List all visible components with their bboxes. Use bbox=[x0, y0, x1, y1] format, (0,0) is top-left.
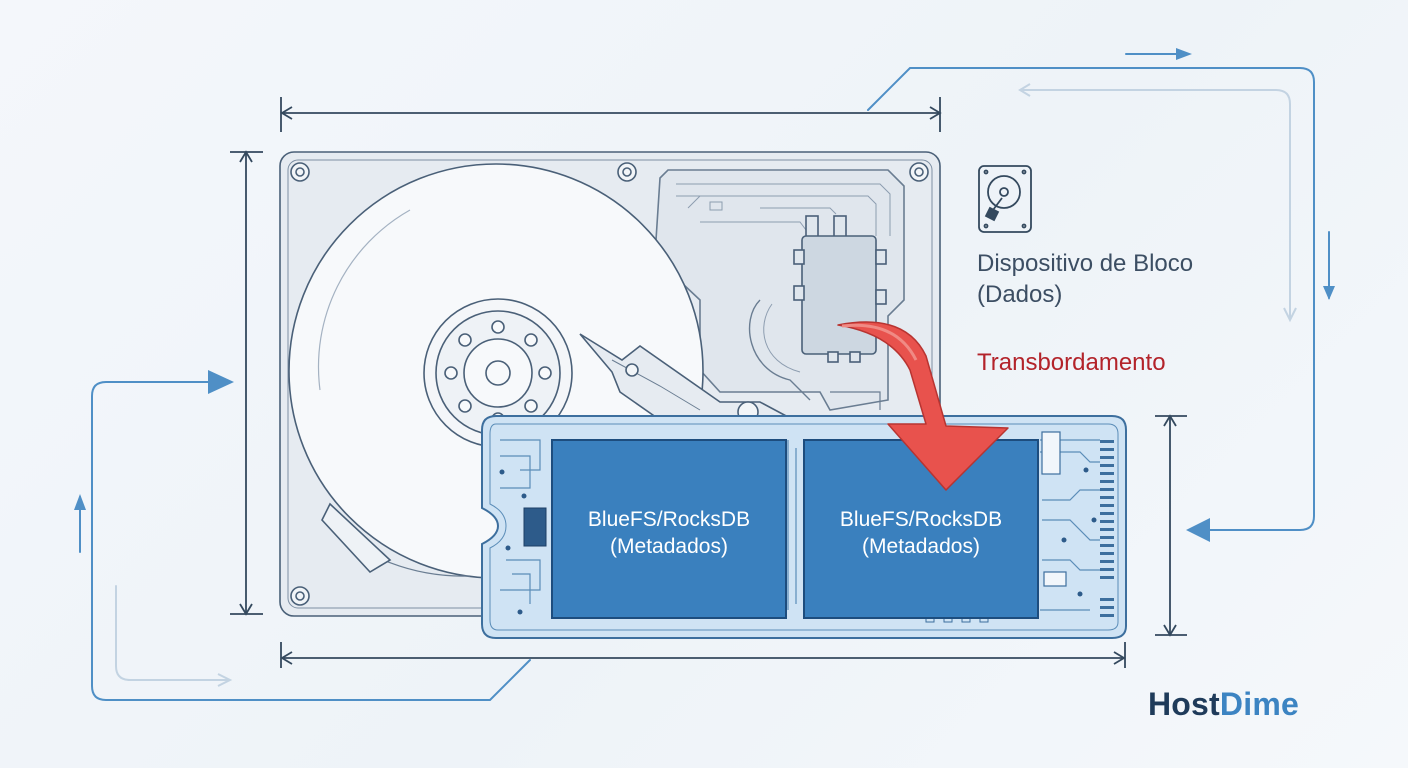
chip-1-title: BlueFS/RocksDB bbox=[587, 508, 751, 531]
chip-1-label: BlueFS/RocksDB (Metadados) bbox=[552, 506, 786, 560]
overflow-label: Transbordamento bbox=[977, 349, 1166, 376]
chip-2-label: BlueFS/RocksDB (Metadados) bbox=[804, 506, 1038, 560]
block-device-label: Dispositivo de Bloco (Dados) bbox=[977, 248, 1193, 310]
hard-drive-icon bbox=[978, 165, 1032, 233]
chip-2-subtitle: (Metadados) bbox=[862, 535, 980, 558]
chip-1-subtitle: (Metadados) bbox=[610, 535, 728, 558]
memory-chip-1 bbox=[551, 439, 787, 619]
block-device-title: Dispositivo de Bloco bbox=[977, 250, 1194, 277]
brand-logo: HostDime bbox=[1148, 686, 1299, 723]
brand-part-2: Dime bbox=[1219, 686, 1299, 722]
chip-2-title: BlueFS/RocksDB bbox=[839, 508, 1003, 531]
brand-part-1: Host bbox=[1148, 686, 1220, 722]
flow-lines bbox=[79, 53, 1330, 701]
overflow-arrow-icon bbox=[837, 321, 1009, 491]
block-device-subtitle: (Dados) bbox=[977, 281, 1063, 308]
dimension-lines bbox=[230, 97, 1187, 668]
flow-arrowheads bbox=[74, 48, 1335, 687]
memory-chip-2 bbox=[803, 439, 1039, 619]
